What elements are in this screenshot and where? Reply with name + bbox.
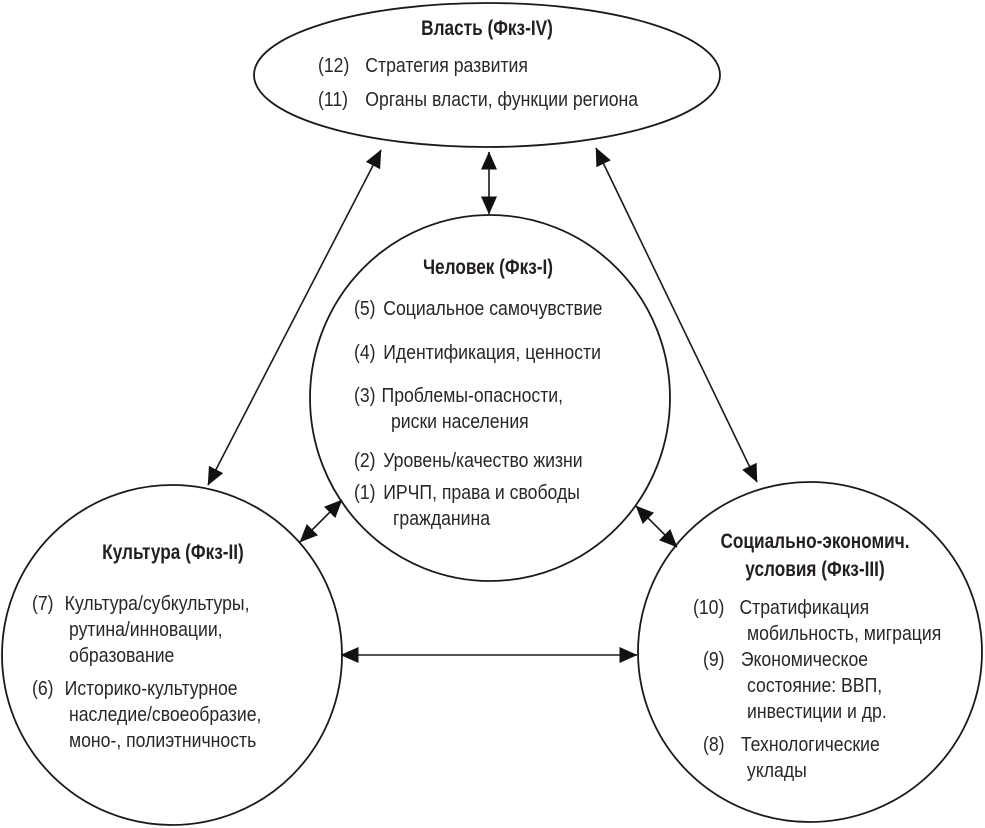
node-socio-economic-item-continuation: уклады	[747, 759, 807, 783]
item-number: (12)	[318, 54, 350, 77]
item-text: мобильность, миграция	[747, 622, 942, 645]
node-socio-economic-item-continuation: состояние: ВВП,	[747, 674, 882, 698]
item-text: Проблемы-опасности,	[381, 384, 564, 407]
item-text: Идентификация, ценности	[383, 341, 601, 364]
arrow-person-socio-economic	[635, 505, 678, 548]
node-person-item-continuation: гражданина	[393, 507, 490, 531]
node-culture-item-continuation: наследие/своеобразие,	[69, 703, 261, 727]
node-culture-item-continuation: рутина/инновации,	[69, 618, 223, 642]
item-number: (10)	[693, 596, 725, 619]
node-culture-item-continuation: образование	[69, 644, 174, 668]
item-text: Культура/субкультуры,	[64, 592, 250, 615]
node-person-title: Человек (Фкз-I)	[422, 256, 554, 279]
arrow-power-socio-economic	[595, 147, 758, 483]
node-socio-economic-title-line: Социально-экономич.	[720, 530, 910, 553]
item-text: Историко-культурное	[64, 677, 238, 700]
node-power-item: (12) Стратегия развития	[318, 54, 528, 78]
node-power-title: Власть (Фкз-IV)	[421, 17, 553, 40]
node-culture-item-continuation: моно-, полиэтничность	[69, 729, 256, 753]
item-text: рутина/инновации,	[69, 618, 223, 641]
item-text: Экономическое	[740, 648, 869, 671]
node-culture-title: Культура (Фкз-II)	[102, 541, 244, 564]
arrow-power-culture	[207, 149, 382, 486]
item-number: (5)	[354, 297, 376, 320]
item-text: состояние: ВВП,	[747, 674, 883, 697]
item-number: (6)	[32, 677, 54, 700]
item-text: наследие/своеобразие,	[69, 703, 262, 726]
node-person-item: (4) Идентификация, ценности	[354, 341, 601, 365]
node-person-item: (3)Проблемы-опасности,	[354, 384, 563, 408]
item-text: Стратегия развития	[365, 54, 528, 77]
item-text: Органы власти, функции региона	[365, 88, 639, 111]
node-socio-economic-item: (8) Технологические	[703, 733, 880, 757]
item-number: (9)	[703, 648, 725, 671]
node-person-item: (2) Уровень/качество жизни	[354, 449, 583, 473]
item-text: Уровень/качество жизни	[383, 449, 583, 472]
item-text: моно-, полиэтничность	[69, 729, 257, 752]
item-text: образование	[69, 644, 175, 667]
item-number: (2)	[354, 449, 376, 472]
item-number: (7)	[32, 592, 54, 615]
node-socio-economic-item-continuation: инвестиции и др.	[747, 700, 887, 724]
item-text: риски населения	[391, 410, 529, 433]
node-person-item: (1) ИРЧП, права и свободы	[354, 481, 580, 505]
item-text: Социальное самочувствие	[383, 297, 603, 320]
node-person-item: (5) Социальное самочувствие	[354, 297, 602, 321]
item-number: (4)	[354, 341, 376, 364]
item-text: ИРЧП, права и свободы	[383, 481, 580, 504]
item-text: гражданина	[393, 507, 491, 530]
item-number: (11)	[318, 88, 349, 111]
item-text: Стратификация	[739, 596, 870, 619]
node-power-ellipse	[253, 2, 721, 148]
node-culture-item: (6) Историко-культурное	[32, 677, 238, 701]
item-text: уклады	[747, 759, 807, 782]
item-text: Технологические	[740, 733, 880, 756]
node-socio-economic-item-continuation: мобильность, миграция	[747, 622, 941, 646]
item-number: (3)	[354, 384, 376, 407]
node-socio-economic-item: (10) Стратификация	[693, 596, 869, 620]
node-socio-economic-title-line: условия (Фкз-III)	[745, 558, 885, 581]
item-number: (8)	[703, 733, 725, 756]
item-text: инвестиции и др.	[747, 700, 887, 723]
node-socio-economic-circle	[637, 481, 983, 823]
arrow-person-culture	[299, 499, 343, 543]
node-socio-economic-item: (9) Экономическое	[703, 648, 868, 672]
node-culture-item: (7) Культура/субкультуры,	[32, 592, 249, 616]
item-number: (1)	[354, 481, 376, 504]
node-power-item: (11) Органы власти, функции региона	[318, 88, 638, 112]
node-person-item-continuation: риски населения	[391, 410, 529, 434]
